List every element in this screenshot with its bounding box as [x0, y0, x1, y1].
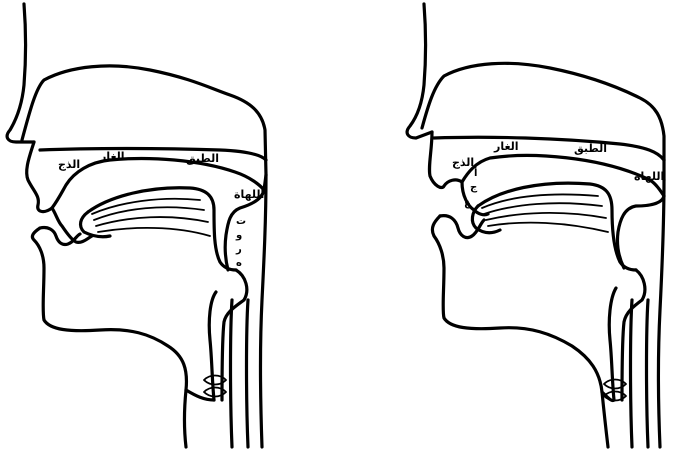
left-pharynx-letter-4: ه [236, 258, 242, 269]
right-vocal-tract-figure: الذج الغار الطبق اللهاة أ ج ع [407, 4, 664, 447]
left-velum [225, 190, 264, 270]
right-tongue-inner-1 [482, 195, 598, 209]
left-pharynx-letter-2: و [235, 230, 242, 241]
right-lip-letter-2: ج [470, 182, 478, 193]
left-tongue-inner-3 [96, 217, 208, 226]
right-label-hard-palate: الغار [493, 140, 519, 153]
right-lower-teeth [440, 216, 484, 238]
left-tongue-inner-4 [98, 228, 210, 236]
right-velum [617, 196, 664, 268]
left-pharynx-letter-3: ر [235, 244, 242, 255]
right-epiglottis [609, 288, 616, 400]
right-label-uvula: اللهاة [634, 170, 664, 183]
left-label-uvula: اللهاة [234, 188, 264, 201]
left-pharynx-letter-1: ت [236, 216, 246, 227]
left-face-profile [7, 4, 34, 142]
right-trachea-left [631, 300, 633, 447]
left-lower-lip [32, 228, 186, 447]
left-trachea-right [247, 300, 249, 447]
right-label-lips: الذج [452, 156, 474, 170]
left-upper-lip [27, 142, 52, 212]
right-pharynx-back-wall [659, 180, 665, 447]
right-trachea-right [647, 300, 649, 447]
right-label-velum: الطبق [574, 142, 607, 155]
left-lower-teeth [40, 227, 80, 244]
right-face-profile [407, 4, 432, 138]
right-tongue [478, 183, 636, 270]
left-label-hard-palate: الغار [99, 150, 125, 163]
left-label-velum: الطبق [186, 152, 219, 165]
right-tongue-inner-4 [488, 223, 608, 232]
right-lip-letter-1: أ [474, 166, 477, 179]
right-pharynx-front-wall [622, 270, 645, 400]
right-tongue-inner-3 [486, 213, 606, 220]
left-pharynx-back-wall [261, 175, 267, 447]
right-lower-lip [432, 216, 608, 447]
left-label-lips: الذج [58, 158, 80, 172]
left-vocal-tract-figure: الذج الغار الطبق اللهاة ت و ر ه [7, 4, 266, 447]
left-trachea-left [231, 300, 233, 447]
right-lip-letter-3: ع [464, 198, 472, 209]
